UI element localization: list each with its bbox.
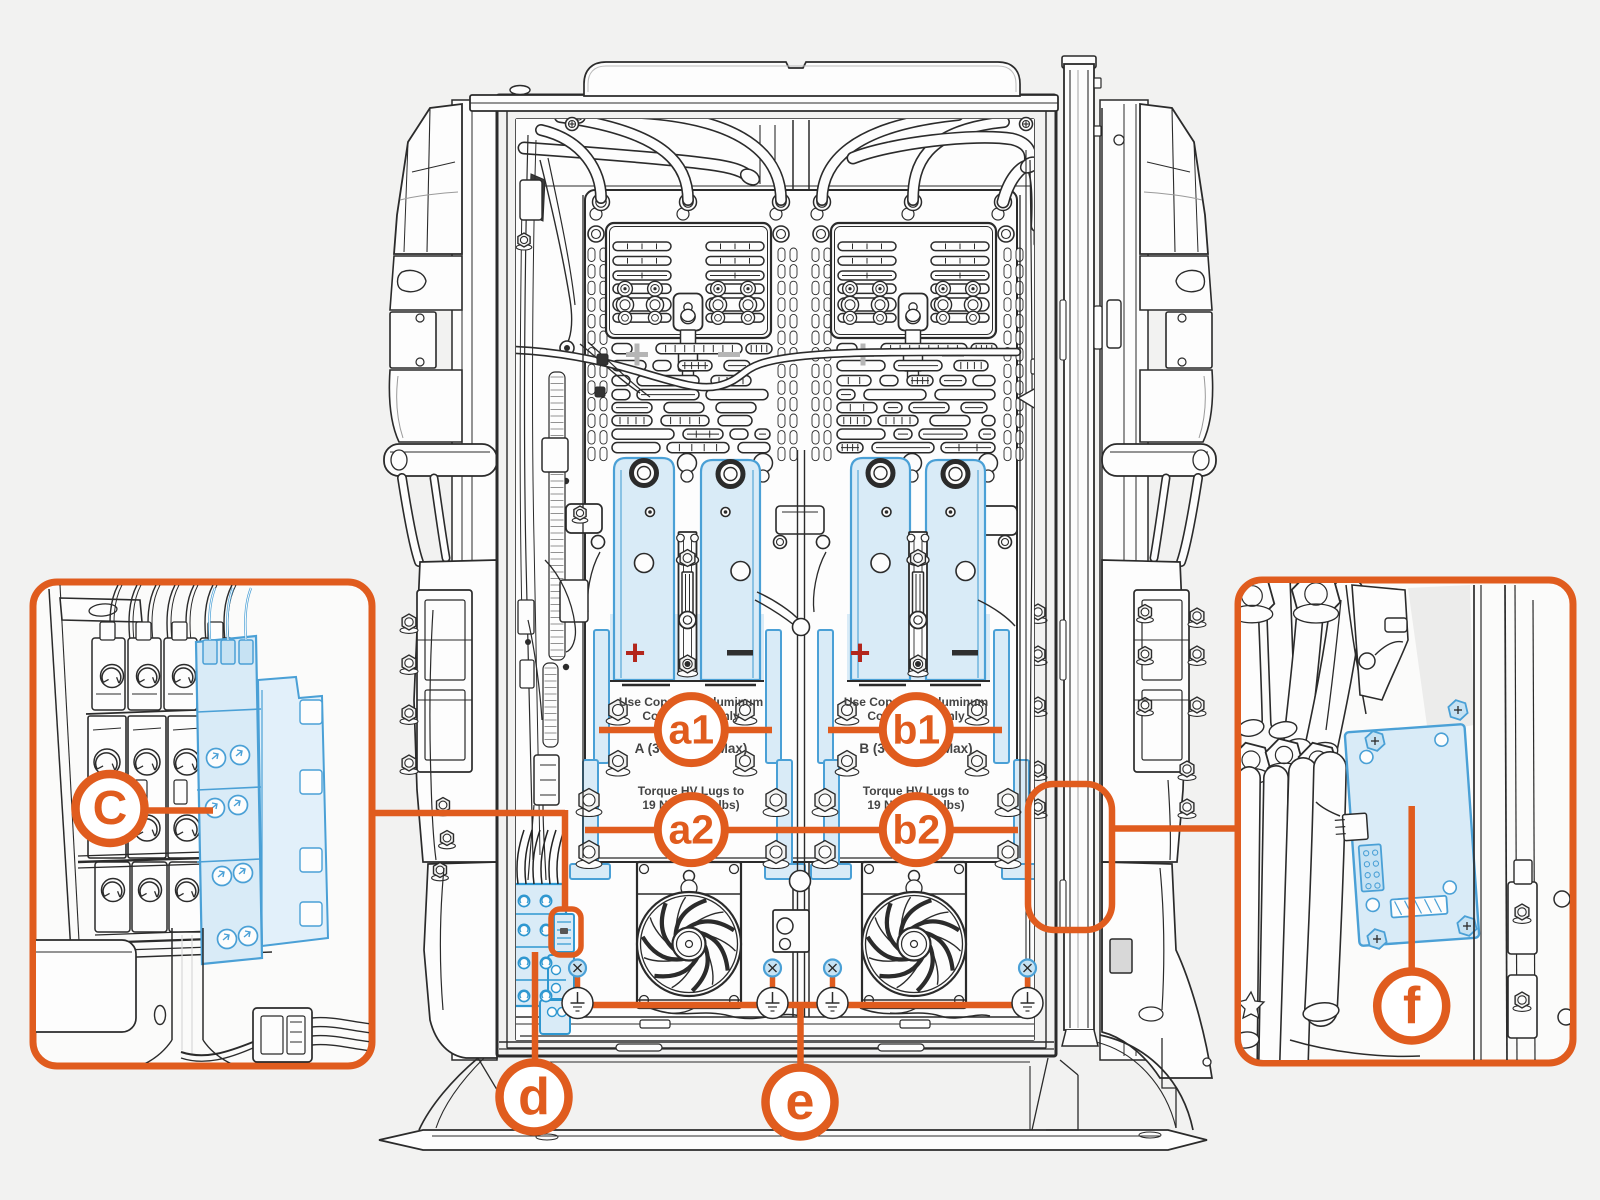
svg-text:f: f (1403, 977, 1421, 1035)
svg-text:Torque HV Lugs to: Torque HV Lugs to (638, 784, 744, 798)
svg-text:a2: a2 (668, 807, 714, 853)
svg-text:+: + (849, 632, 870, 673)
svg-text:+: + (624, 632, 645, 673)
svg-text:e: e (786, 1073, 815, 1131)
svg-text:Torque HV Lugs to: Torque HV Lugs to (863, 784, 969, 798)
svg-text:C: C (93, 782, 128, 835)
svg-text:b2: b2 (892, 807, 940, 853)
svg-text:d: d (518, 1068, 550, 1126)
svg-text:b1: b1 (892, 707, 940, 753)
svg-text:a1: a1 (668, 707, 714, 753)
